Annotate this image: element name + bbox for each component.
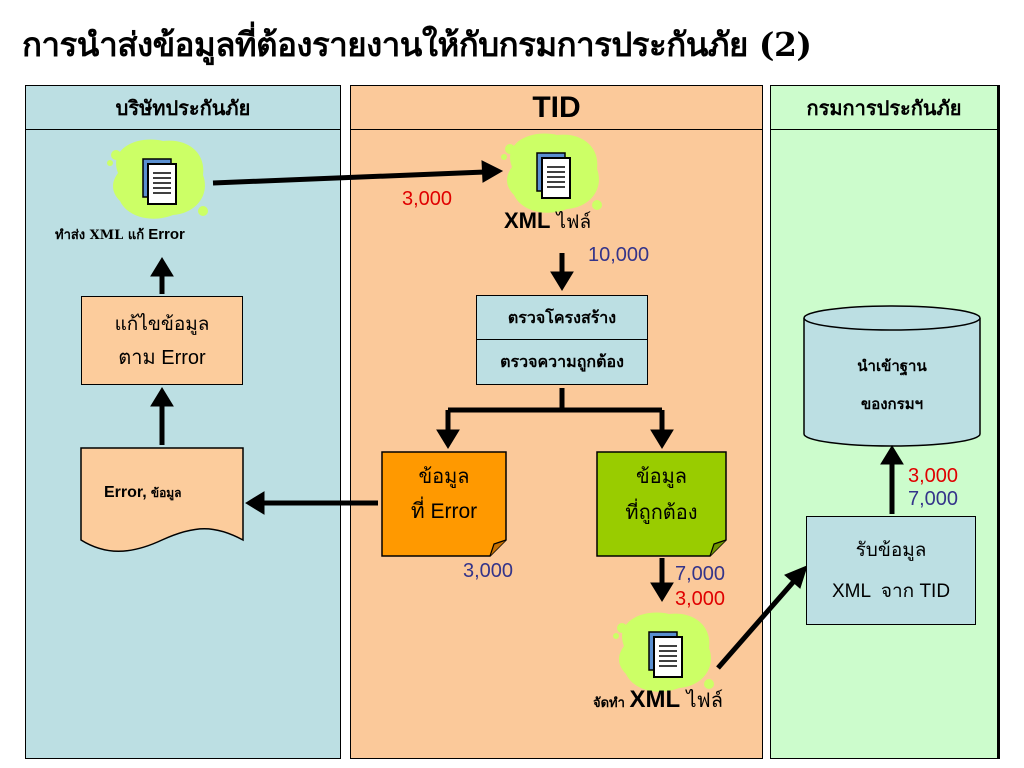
error-document-label-bold: Error, <box>104 484 147 501</box>
valid-note-text: ข้อมูล ที่ถูกต้อง <box>597 458 726 530</box>
check-structure-label: ตรวจโครงสร้าง <box>507 307 617 327</box>
oic-database-line1: นำเข้าฐาน <box>857 357 927 375</box>
xml-file-icon <box>501 133 602 213</box>
valid-count: 7,000 <box>675 563 726 585</box>
check-accuracy-box: ตรวจความถูกต้อง <box>476 339 648 385</box>
resend-count: 3,000 <box>402 188 453 210</box>
oic-database-text: นำเข้าฐาน ของกรมฯ <box>804 347 980 423</box>
make-xml-label-rest: ไฟล์ <box>680 688 723 712</box>
lane-insurer-title: บริษัทประกันภัย <box>115 95 251 120</box>
resend-xml-label-suffix: Error <box>148 226 185 243</box>
make-xml-icon <box>613 612 714 692</box>
page-title: การนำส่งข้อมูลที่ต้องรายงานให้กับกรมการป… <box>22 25 812 64</box>
receive-data-line1: รับข้อมูล <box>855 538 927 561</box>
error-document-label: Error, ข้อมูล <box>104 482 182 503</box>
error-note-text: ข้อมูล ที่ Error <box>382 458 506 530</box>
lane-insurer-header: บริษัทประกันภัย <box>26 86 340 130</box>
valid-note-line2: ที่ถูกต้อง <box>625 500 698 524</box>
oic-database-line2: ของกรมฯ <box>860 395 924 413</box>
resend-xml-label-prefix: ทำส่ง XML แก้ <box>55 228 145 243</box>
error-note-line1: ข้อมูล <box>418 464 470 488</box>
valid-note-line1: ข้อมูล <box>635 464 688 488</box>
xml-file-label-bold: XML <box>504 208 551 233</box>
fix-data-box: แก้ไขข้อมูล ตาม Error <box>81 296 243 385</box>
make-xml-label-bold: XML <box>629 686 681 713</box>
resent-count: 3,000 <box>675 588 726 610</box>
fix-data-line2: ตาม Error <box>118 346 206 369</box>
error-document-shape <box>80 447 244 552</box>
receive-data-line2: XML จาก TID <box>831 580 951 602</box>
make-xml-label-prefix: จัดทำ <box>593 696 630 711</box>
lane-oic-header: กรมการประกันภัย <box>771 86 997 130</box>
error-document-label-rest: ข้อมูล <box>146 486 182 500</box>
xml-file-label: XML ไฟล์ <box>504 207 591 237</box>
lane-tid-header: TID <box>351 86 762 130</box>
check-accuracy-label: ตรวจความถูกต้อง <box>500 351 624 371</box>
lane-oic-title: กรมการประกันภัย <box>806 95 962 120</box>
oic-valid-count: 7,000 <box>908 488 959 510</box>
fix-data-line1: แก้ไขข้อมูล <box>114 312 210 335</box>
lane-tid-title: TID <box>532 90 581 124</box>
error-count: 3,000 <box>463 560 514 582</box>
xml-file-label-rest: ไฟล์ <box>550 211 592 233</box>
xml-total-count: 10,000 <box>588 244 650 266</box>
resend-xml-label: ทำส่ง XML แก้ Error <box>55 224 185 245</box>
receive-data-box: รับข้อมูล XML จาก TID <box>806 516 976 625</box>
error-note-line2: ที่ Error <box>410 500 478 523</box>
resend-xml-icon <box>107 139 208 219</box>
check-structure-box: ตรวจโครงสร้าง <box>476 295 648 341</box>
oic-resent-count: 3,000 <box>908 465 959 487</box>
make-xml-label: จัดทำ XML ไฟล์ <box>593 684 723 716</box>
